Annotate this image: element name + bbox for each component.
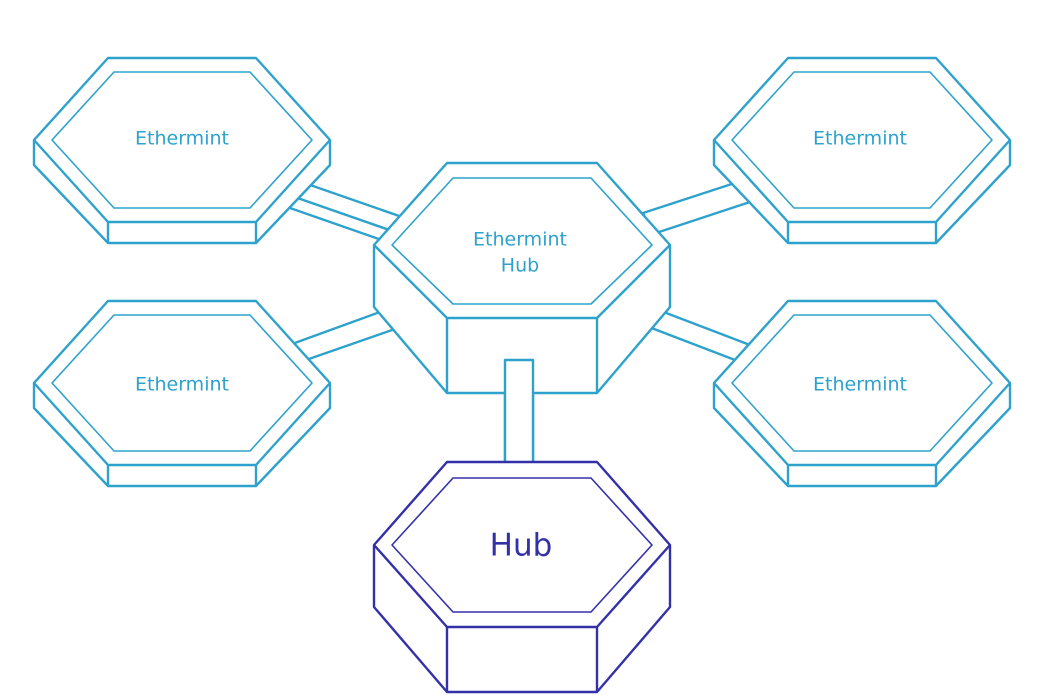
zone-label-bottom-left: Ethermint: [135, 374, 229, 396]
center-node-label-line2: Hub: [501, 255, 539, 277]
center-node-label-line1: Ethermint: [473, 229, 567, 251]
connector-center-stub: [503, 358, 535, 465]
center-node: [372, 161, 672, 395]
zone-node-bottom-right: [712, 299, 1012, 488]
hub-node-label: Hub: [490, 528, 553, 564]
zone-label-top-right: Ethermint: [813, 128, 907, 150]
zone-label-bottom-right: Ethermint: [813, 374, 907, 396]
zone-node-top-right: [712, 56, 1012, 245]
zone-node-bottom-left: [32, 299, 332, 488]
zone-node-top-left: [32, 56, 332, 245]
zone-label-top-left: Ethermint: [135, 128, 229, 150]
hub-node: [372, 460, 672, 694]
